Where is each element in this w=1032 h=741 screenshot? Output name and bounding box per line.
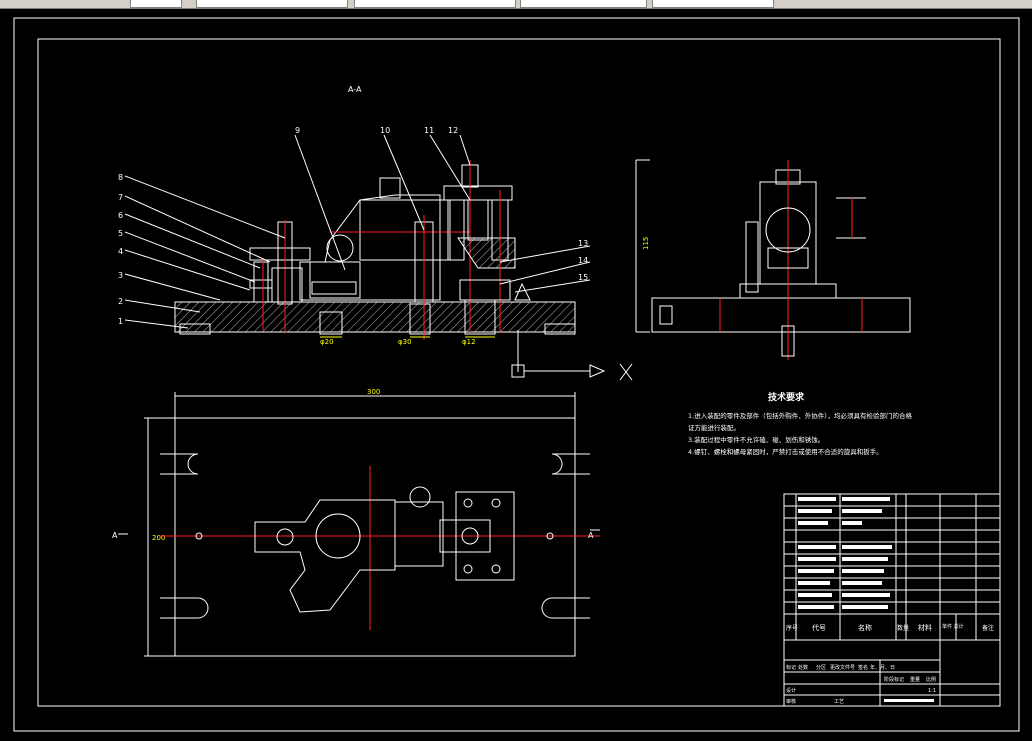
svg-text:15: 15 xyxy=(578,273,588,282)
svg-text:标记: 标记 xyxy=(786,664,796,671)
svg-text:审核: 审核 xyxy=(786,698,796,705)
cad-drawing: A-A xyxy=(13,17,1020,732)
svg-text:8: 8 xyxy=(118,173,123,182)
drawing-canvas[interactable]: A-A xyxy=(0,9,1032,737)
svg-text:比例: 比例 xyxy=(926,676,936,683)
svg-text:数量: 数量 xyxy=(897,624,909,632)
svg-text:12: 12 xyxy=(448,126,458,135)
svg-text:证方能进行装配。: 证方能进行装配。 xyxy=(688,423,740,432)
section-label: A-A xyxy=(348,85,362,94)
sheet-outer-border xyxy=(13,17,1020,732)
svg-text:单件 总计: 单件 总计 xyxy=(942,623,964,630)
svg-text:重量: 重量 xyxy=(910,676,920,683)
part-number-labels: 8 7 6 5 4 3 2 1 9 10 11 12 13 14 15 xyxy=(118,126,588,326)
svg-text:φ12: φ12 xyxy=(462,338,476,346)
bom-placeholder-text xyxy=(798,497,892,609)
svg-text:13: 13 xyxy=(578,239,588,248)
leaders-left xyxy=(124,134,591,329)
svg-text:115: 115 xyxy=(642,237,650,250)
svg-text:设计: 设计 xyxy=(786,687,796,694)
linetype-dropdown[interactable] xyxy=(354,0,516,8)
svg-text:1: 1 xyxy=(118,317,123,326)
svg-text:技术要求: 技术要求 xyxy=(768,391,805,403)
svg-text:代号: 代号 xyxy=(812,623,826,632)
svg-text:4.螺钉、螺栓和螺母紧固时，严禁打击或使用不合适的旋具和扳手: 4.螺钉、螺栓和螺母紧固时，严禁打击或使用不合适的旋具和扳手。 xyxy=(688,447,883,456)
side-view: 115 xyxy=(635,159,911,360)
svg-text:3.装配过程中零件不允许磕、碰、划伤和锈蚀。: 3.装配过程中零件不允许磕、碰、划伤和锈蚀。 xyxy=(688,435,824,444)
plotstyle-dropdown[interactable] xyxy=(652,0,774,8)
title-block-footer: 标记 处数 分区 更改文件号 签名 年、月、日 设计 审核 工艺 阶段标记 重量… xyxy=(786,664,936,705)
svg-text:4: 4 xyxy=(118,247,123,256)
lineweight-dropdown[interactable] xyxy=(520,0,647,8)
title-block-header: 序号 代号 名称 数量 材料 单件 总计 备注 xyxy=(786,623,994,632)
base-plate xyxy=(174,301,576,333)
svg-text:签名: 签名 xyxy=(858,664,868,671)
svg-text:6: 6 xyxy=(118,211,123,220)
toolbar-button[interactable] xyxy=(130,0,182,8)
svg-text:A: A xyxy=(112,531,118,540)
svg-text:阶段标记: 阶段标记 xyxy=(884,676,904,683)
title-block: 序号 代号 名称 数量 材料 单件 总计 备注 标记 处数 分区 更改文件号 签… xyxy=(783,493,1001,707)
sheet-inner-border xyxy=(37,38,1001,707)
svg-text:备注: 备注 xyxy=(982,624,994,632)
svg-text:工艺: 工艺 xyxy=(834,699,844,705)
layer-dropdown[interactable] xyxy=(196,0,348,8)
tech-requirements: 技术要求 1.进入装配的零件及部件（包括外购件、外协件），均必须具有检验部门的合… xyxy=(688,391,912,456)
top-view: 300 200 A A xyxy=(112,388,600,657)
svg-text:名称: 名称 xyxy=(858,623,872,632)
svg-text:7: 7 xyxy=(118,193,123,202)
svg-text:11: 11 xyxy=(424,126,434,135)
svg-text:300: 300 xyxy=(367,388,380,396)
svg-text:5: 5 xyxy=(118,229,123,238)
svg-text:1.进入装配的零件及部件（包括外购件、外协件），均必须具有检: 1.进入装配的零件及部件（包括外购件、外协件），均必须具有检验部门的合格 xyxy=(688,411,912,420)
svg-text:A: A xyxy=(588,531,594,540)
svg-text:φ20: φ20 xyxy=(320,338,334,346)
svg-text:φ30: φ30 xyxy=(398,338,412,346)
svg-text:分区: 分区 xyxy=(816,664,826,671)
svg-text:材料: 材料 xyxy=(918,623,932,632)
base-plate-top xyxy=(174,417,576,657)
svg-text:序号: 序号 xyxy=(786,624,798,632)
main-housing xyxy=(299,194,441,301)
svg-text:14: 14 xyxy=(578,256,588,265)
svg-text:3: 3 xyxy=(118,271,123,280)
window-toolbar-strip xyxy=(0,0,1032,9)
svg-text:1:1: 1:1 xyxy=(928,688,936,694)
left-clamp-plate xyxy=(249,247,311,261)
svg-text:10: 10 xyxy=(380,126,390,135)
svg-text:更改文件号: 更改文件号 xyxy=(830,664,855,671)
svg-text:年、月、日: 年、月、日 xyxy=(870,664,895,671)
svg-text:处数: 处数 xyxy=(798,664,808,671)
ucs-icon xyxy=(511,330,633,381)
svg-text:200: 200 xyxy=(152,534,165,542)
front-section-view: φ20 φ30 φ12 8 7 6 5 4 xyxy=(118,126,633,381)
svg-text:9: 9 xyxy=(295,126,300,135)
svg-text:2: 2 xyxy=(118,297,123,306)
